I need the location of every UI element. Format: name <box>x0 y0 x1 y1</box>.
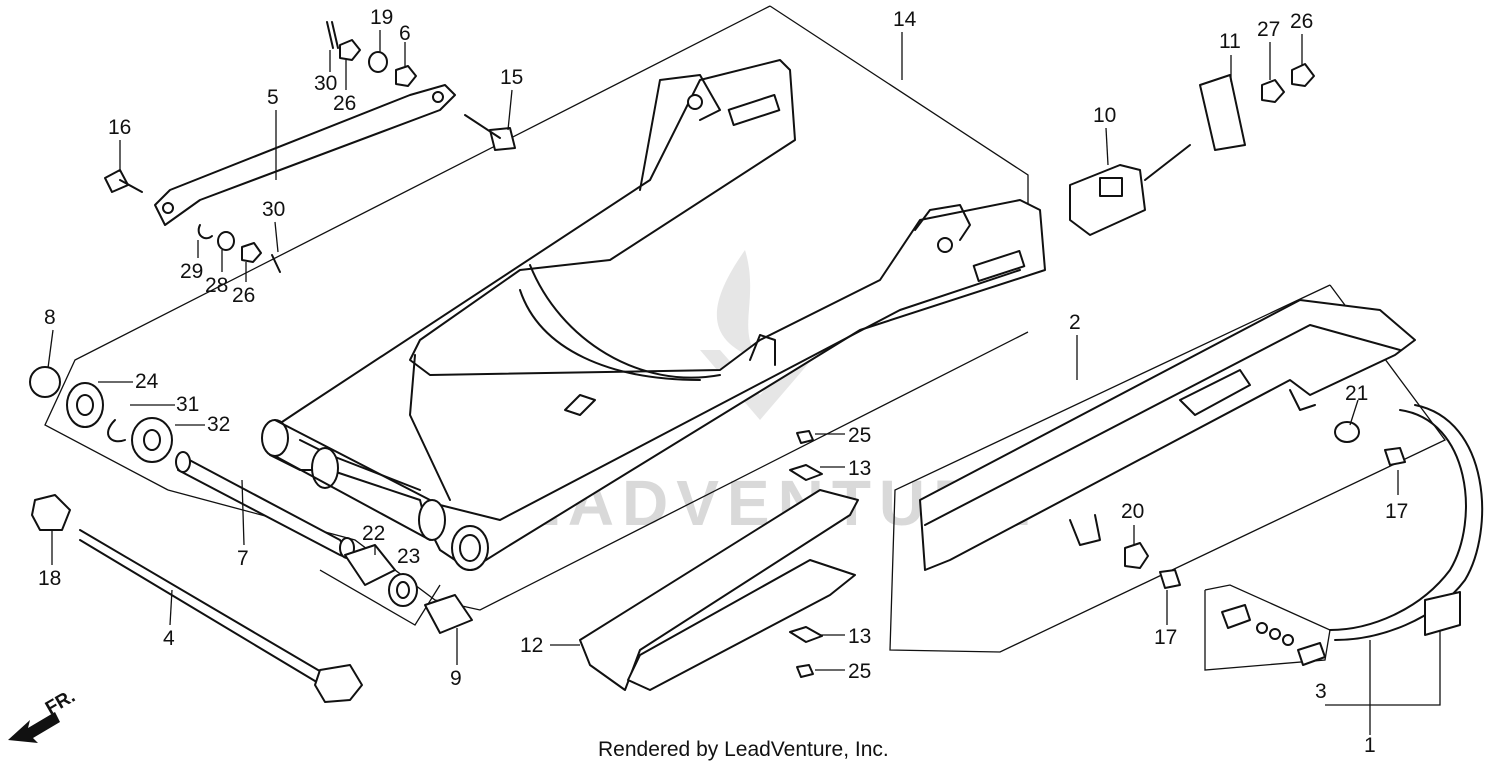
callout-23: 23 <box>397 545 420 568</box>
torque-rod <box>154 84 456 226</box>
callout-13-top: 13 <box>848 457 871 480</box>
callout-10: 10 <box>1093 104 1116 127</box>
callout-21: 21 <box>1345 382 1368 405</box>
callout-numbers: 14 5 16 15 19 6 30 26 30 29 28 26 8 24 3… <box>38 6 1408 757</box>
callout-30-lower: 30 <box>262 198 285 221</box>
callout-29: 29 <box>180 260 203 283</box>
adjuster-plate <box>1199 63 1315 151</box>
chain-case-hardware <box>1124 421 1406 589</box>
chain-slider <box>579 430 859 691</box>
front-direction-arrow: FR. <box>8 686 79 743</box>
callout-17-lower: 17 <box>1154 626 1177 649</box>
callout-11: 11 <box>1219 30 1241 53</box>
callout-22: 22 <box>362 522 385 545</box>
swingarm <box>261 59 1046 571</box>
callout-4: 4 <box>163 627 175 650</box>
callout-32: 32 <box>207 413 230 436</box>
callout-8: 8 <box>44 306 56 329</box>
callout-19: 19 <box>370 6 393 29</box>
front-label: FR. <box>42 686 79 719</box>
leader-lines <box>47 30 1399 735</box>
chain-adjuster <box>1069 144 1191 236</box>
callout-15: 15 <box>500 66 523 89</box>
bolts <box>104 114 516 193</box>
callout-14: 14 <box>893 8 917 31</box>
render-credit: Rendered by LeadVenture, Inc. <box>598 738 889 761</box>
callout-28: 28 <box>205 274 228 297</box>
callout-17-right: 17 <box>1385 500 1408 523</box>
callout-31: 31 <box>176 393 199 416</box>
callout-6: 6 <box>399 22 411 45</box>
callout-25-lower: 25 <box>848 660 871 683</box>
chain-case <box>919 299 1416 571</box>
callout-27: 27 <box>1257 18 1280 41</box>
callout-26-top: 26 <box>333 92 356 115</box>
top-hardware <box>326 21 417 87</box>
callout-9: 9 <box>450 667 462 690</box>
callout-7: 7 <box>237 547 249 570</box>
callout-26-lower: 26 <box>232 284 255 307</box>
callout-25-top: 25 <box>848 424 871 447</box>
pivot-hardware <box>29 366 173 463</box>
drive-chain <box>1329 404 1484 641</box>
pivot-bolt <box>31 494 363 703</box>
callout-13-lower: 13 <box>848 625 871 648</box>
callout-26-right: 26 <box>1290 10 1313 33</box>
callout-1: 1 <box>1364 734 1376 757</box>
lower-hardware <box>197 224 281 273</box>
callout-3: 3 <box>1315 680 1327 703</box>
collars-and-seal <box>344 544 473 634</box>
callout-5: 5 <box>267 86 279 109</box>
callout-12: 12 <box>520 634 543 657</box>
callout-18: 18 <box>38 567 61 590</box>
master-link <box>1221 604 1326 666</box>
callout-20: 20 <box>1121 500 1144 523</box>
callout-16: 16 <box>108 116 131 139</box>
callout-30-top: 30 <box>314 72 337 95</box>
callout-2: 2 <box>1069 311 1081 334</box>
callout-24: 24 <box>135 370 159 393</box>
